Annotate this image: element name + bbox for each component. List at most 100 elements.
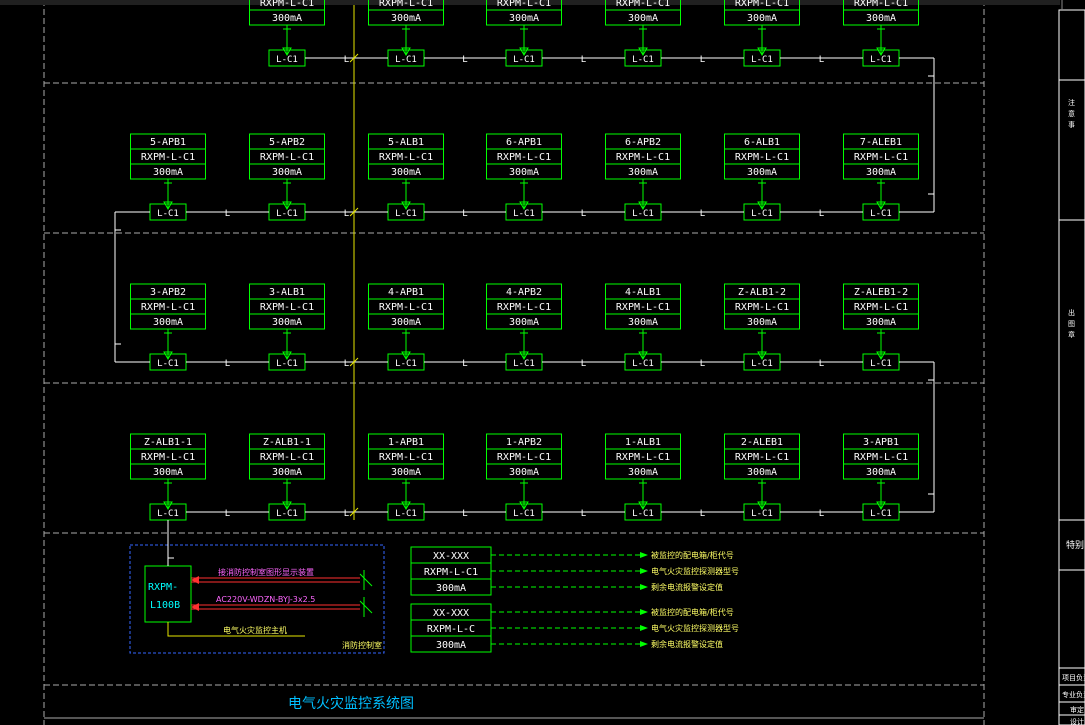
detector-name: 3-APB2 [150,287,186,298]
bus-l-marker: L [700,509,705,519]
detector-model: RXPM-L-C1 [854,0,908,9]
detector-name: 3-APB1 [863,437,899,448]
detector-rating: 300mA [391,317,421,328]
host-cable2-label: AC220V-WDZN-BYJ-3x2.5 [216,595,315,604]
detector-rating: 300mA [509,467,539,478]
module-label: L-C1 [870,359,892,369]
legend-note2: 电气火灾监控探测器型号 [651,566,739,576]
bus-l-marker: L [581,209,586,219]
legend-field2: RXPM-L-C1 [424,567,478,578]
bus-l-marker: L [581,55,586,65]
bus-l-marker: L [344,509,349,519]
detector-name: 6-ALB1 [744,137,780,148]
detector-model: RXPM-L-C1 [735,0,789,9]
module-label: L-C1 [751,55,773,65]
detector-name: Z-ALB1-2 [738,287,786,298]
bus-l-marker: L [581,509,586,519]
detector-rating: 300mA [272,167,302,178]
module-label: L-C1 [632,509,654,519]
detector-model: RXPM-L-C1 [379,0,433,9]
bus-l-marker: L [225,209,230,219]
detector-rating: 300mA [866,317,896,328]
bus-l-marker: L [819,55,824,65]
detector-rating: 300mA [628,467,658,478]
host-model-line2: L100B [150,600,180,611]
detector-rating: 300mA [866,167,896,178]
bus-l-marker: L [700,359,705,369]
module-label: L-C1 [751,509,773,519]
title-block-notes: 注意事 [1068,98,1075,129]
legend-field2: RXPM-L-C [427,624,475,635]
bus-l-marker: L [819,509,824,519]
detector-rating: 300mA [866,467,896,478]
detector-name: 1-APB1 [388,437,424,448]
legend-note1: 被监控的配电箱/柜代号 [651,607,734,617]
detector-name: 2-ALEB1 [741,437,783,448]
detector-model: RXPM-L-C1 [497,302,551,313]
detector-name: 1-ALB1 [625,437,661,448]
legend-entry: XX-XXXRXPM-L-C1300mA被监控的配电箱/柜代号电气火灾监控探测器… [410,546,739,596]
title-block-row-a: 项目负责 [1062,673,1085,682]
detector-rating: 300mA [747,317,777,328]
control-room-label: 消防控制室 [342,640,382,650]
module-label: L-C1 [513,209,535,219]
host-section: RXPM- L100B 接消防控制室图形显示装置 AC220V-WDZN-BYJ… [129,520,385,654]
detector-name: 4-APB1 [388,287,424,298]
module-label: L-C1 [751,209,773,219]
host-unit-box[interactable] [144,565,192,623]
bus-l-marker: L [344,209,349,219]
detector-name: 4-APB2 [506,287,542,298]
detector-model: RXPM-L-C1 [379,452,433,463]
module-label: L-C1 [751,359,773,369]
module-label: L-C1 [276,55,298,65]
detector-model: RXPM-L-C1 [616,0,670,9]
detector-model: RXPM-L-C1 [497,152,551,163]
detector-model: RXPM-L-C1 [854,452,908,463]
legend-field1: XX-XXX [433,608,469,619]
detector-rating: 300mA [272,13,302,24]
module-label: L-C1 [395,55,417,65]
detector-rating: 300mA [153,167,183,178]
detector-rating: 300mA [628,167,658,178]
bus-l-marker: L [462,509,467,519]
legend-note1: 被监控的配电箱/柜代号 [651,550,734,560]
bus-l-marker: L [344,359,349,369]
module-label: L-C1 [870,209,892,219]
detector-rating: 300mA [628,317,658,328]
module-label: L-C1 [632,359,654,369]
module-label: L-C1 [395,209,417,219]
detector-name: 5-ALB1 [388,137,424,148]
module-label: L-C1 [870,509,892,519]
bus-l-marker: L [700,55,705,65]
detector-name: 6-APB2 [625,137,661,148]
detector-model: RXPM-L-C1 [141,452,195,463]
